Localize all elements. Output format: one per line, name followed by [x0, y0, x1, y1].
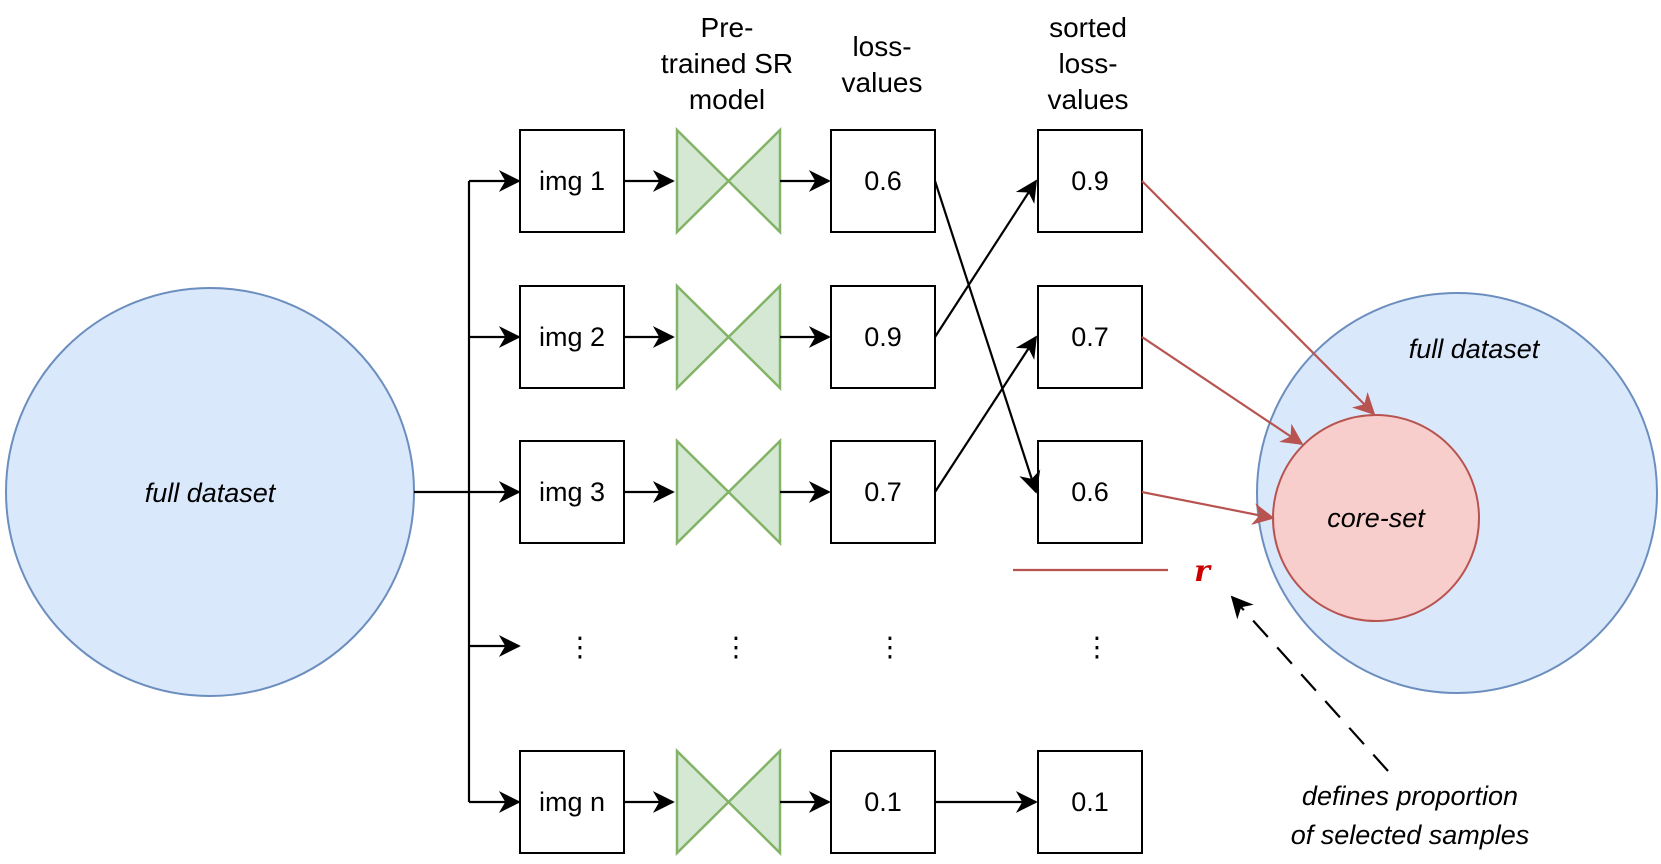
- image-label: img 1: [539, 166, 605, 196]
- core-set-arrows: [1141, 180, 1376, 525]
- sorted-box: [1037, 750, 1143, 854]
- image-box: [519, 285, 625, 389]
- bowtie-model-icon: [675, 283, 782, 391]
- ellipsis-loss: ⋮: [877, 632, 904, 662]
- right-dataset-label: full dataset: [1409, 334, 1541, 364]
- header-sorted-line1: sorted: [1049, 12, 1127, 43]
- core-set-label: core-set: [1327, 503, 1426, 533]
- annotation-line1: defines proportion: [1302, 781, 1518, 811]
- loss-value: 0.6: [864, 166, 902, 196]
- sorted-value: 0.7: [1071, 322, 1109, 352]
- header-sorted-line3: values: [1048, 84, 1129, 115]
- loss-value: 0.1: [864, 787, 902, 817]
- loss-value: 0.7: [864, 477, 902, 507]
- header-loss-line2: values: [842, 67, 923, 98]
- header-sorted: sorted loss- values: [1048, 12, 1129, 115]
- loss-box: [830, 440, 936, 544]
- loss-value: 0.9: [864, 322, 902, 352]
- sorted-value: 0.1: [1071, 787, 1109, 817]
- row-1: img 1 0.6 0.9: [519, 127, 1143, 235]
- sorted-value: 0.9: [1071, 166, 1109, 196]
- annotation-text: defines proportion of selected samples: [1291, 781, 1530, 850]
- image-label: img n: [539, 787, 605, 817]
- pointer-arrow: [1230, 595, 1389, 772]
- bowtie-model-icon: [675, 748, 782, 856]
- image-label: img 3: [539, 477, 605, 507]
- image-box: [519, 129, 625, 233]
- ellipsis-sorted: ⋮: [1084, 632, 1111, 662]
- bowtie-model-icon: [675, 438, 782, 546]
- annotation-line2: of selected samples: [1291, 820, 1530, 850]
- sorted-value: 0.6: [1071, 477, 1109, 507]
- threshold-r-label: r: [1194, 554, 1212, 589]
- header-model-line1: Pre-: [701, 12, 754, 43]
- sorting-connectors: [933, 179, 1041, 494]
- loss-box: [830, 750, 936, 854]
- ellipsis-row: ⋮ ⋮ ⋮ ⋮: [567, 632, 1111, 662]
- loss-box: [830, 129, 936, 233]
- header-model: Pre- trained SR model: [661, 12, 793, 115]
- ellipsis-images: ⋮: [567, 632, 594, 662]
- row-n: img n 0.1 0.1: [519, 748, 1143, 856]
- header-loss: loss- values: [842, 31, 923, 98]
- header-sorted-line2: loss-: [1058, 48, 1117, 79]
- image-label: img 2: [539, 322, 605, 352]
- fanout-connector: [414, 170, 521, 813]
- image-box: [519, 750, 625, 854]
- row-3: img 3 0.7 0.6: [519, 438, 1143, 546]
- left-dataset-label: full dataset: [145, 478, 277, 508]
- row-2: img 2 0.9 0.7: [519, 283, 1143, 391]
- bowtie-model-icon: [675, 127, 782, 235]
- header-loss-line1: loss-: [852, 31, 911, 62]
- header-model-line3: model: [689, 84, 765, 115]
- sorted-box: [1037, 285, 1143, 389]
- ellipsis-model: ⋮: [723, 632, 750, 662]
- header-model-line2: trained SR: [661, 48, 793, 79]
